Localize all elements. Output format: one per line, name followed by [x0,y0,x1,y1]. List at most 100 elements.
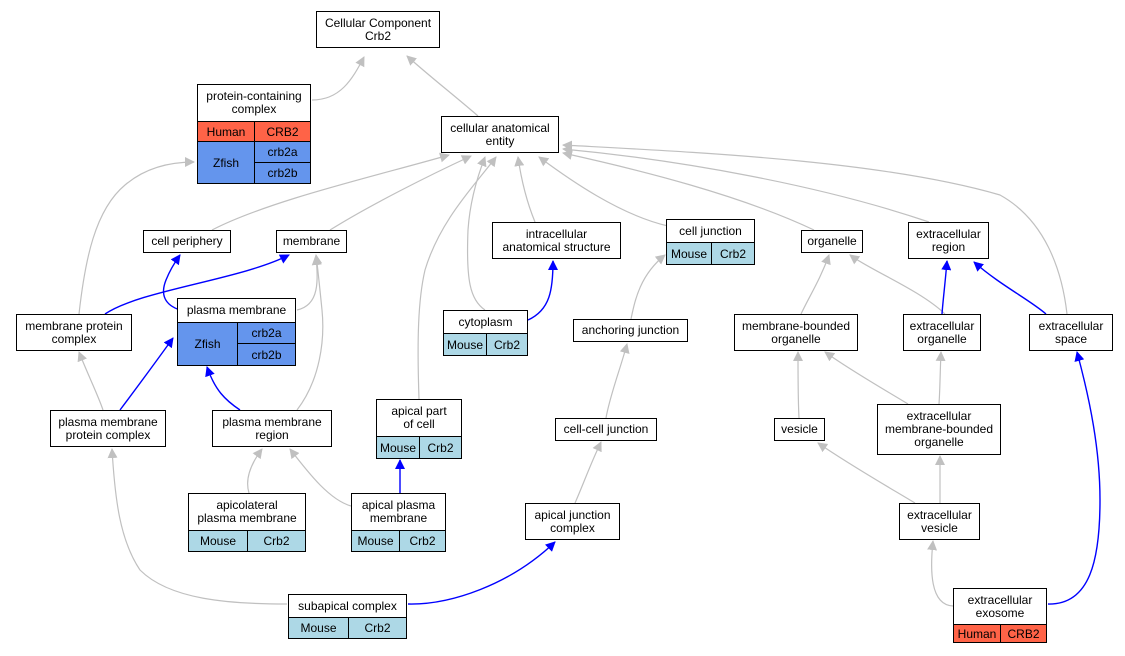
go-term-intracellular-anatomical-structure[interactable]: intracellular anatomical structure [492,222,621,259]
go-term-label: plasma membrane region [222,414,322,442]
edge-is-a-cell-periphery-to-cellular-anatomical-entity [211,152,450,231]
go-term-label: cell-cell junction [563,422,649,436]
edge-part-of-extracellular-exosome-to-extracellular-space [1047,351,1101,605]
go-term-extracellular-organelle[interactable]: extracellular organelle [903,314,981,351]
gene-list: CRB2 [255,122,310,141]
go-term-membrane-protein-complex[interactable]: membrane protein complex [16,314,132,351]
go-term-extracellular-vesicle[interactable]: extracellular vesicle [899,503,980,540]
go-term-label: membrane protein complex [25,318,123,346]
edge-is-a-extracellular-exosome-to-extracellular-vesicle [927,540,954,607]
species-label: Mouse [352,531,400,551]
edge-is-a-apical-part-of-cell-to-cellular-anatomical-entity [417,156,497,400]
go-term-plasma-membrane-region[interactable]: plasma membrane region [212,410,332,447]
go-term-label: cytoplasm [458,314,513,329]
go-term-label: extracellular region [916,226,981,254]
go-term-extracellular-membrane-bounded-organelle[interactable]: extracellular membrane-bounded organelle [877,404,1001,455]
gene-list: Crb2 [248,531,305,551]
species-label: Human [954,625,1001,642]
go-term-label: extracellular membrane-bounded organelle [884,409,994,449]
edge-is-a-plasma-membrane-protein-complex-to-membrane-protein-complex [77,351,104,411]
go-term-label: membrane [282,234,341,248]
go-term-label: anchoring junction [581,323,680,337]
go-term-extracellular-space[interactable]: extracellular space [1029,314,1113,351]
go-term-plasma-membrane-protein-complex[interactable]: plasma membrane protein complex [50,410,166,447]
edge-is-a-intracellular-anatomical-structure-to-cellular-anatomical-entity [514,156,536,223]
go-term-cell-cell-junction[interactable]: cell-cell junction [555,418,657,441]
go-term-label: extracellular space [1038,318,1104,346]
gene-label[interactable]: Crb2 [409,534,436,549]
annotation-row-mouse: Mouse Crb2 [444,333,527,355]
edge-is-a-organelle-to-cellular-anatomical-entity [562,150,815,231]
gene-label[interactable]: Crb2 [427,440,454,455]
edge-is-a-extracellular-membrane-bounded-organelle-to-membrane-bounded-organelle [824,351,909,405]
species-label: Mouse [289,618,349,638]
gene-label[interactable]: CRB2 [266,124,299,139]
edge-is-a-extracellular-space-to-cellular-anatomical-entity [562,140,1068,315]
edge-part-of-cytoplasm-to-intracellular-anatomical-structure [527,260,558,321]
go-term-organelle[interactable]: organelle [801,230,863,253]
species-label: Mouse [667,243,712,264]
go-term-label: Cellular Component Crb2 [324,15,432,43]
edge-is-a-cell-cell-junction-to-anchoring-junction [605,343,630,419]
gene-list: Crb2 [712,243,754,264]
gene-label[interactable]: crb2b [238,343,295,365]
edge-is-a-membrane-to-cellular-anatomical-entity [329,155,472,231]
gene-label[interactable]: Crb2 [493,337,520,352]
annotation-row-mouse: Mouse Crb2 [667,242,754,264]
edge-is-a-vesicle-to-membrane-bounded-organelle [793,351,804,419]
edge-is-a-protein-containing-complex-to-root [311,56,365,101]
go-term-label: apical junction complex [534,507,611,535]
gene-list: Crb2 [349,618,406,638]
go-term-label: intracellular anatomical structure [502,226,611,254]
edge-part-of-plasma-membrane-protein-complex-to-plasma-membrane [119,337,174,411]
edge-part-of-membrane-protein-complex-to-membrane [104,254,290,315]
gene-label[interactable]: Crb2 [263,534,290,549]
gene-label[interactable]: CRB2 [1007,626,1040,641]
edge-is-a-cellular-anatomical-entity-to-root [406,55,479,117]
gene-label[interactable]: crb2a [251,325,282,340]
go-term-cell-periphery[interactable]: cell periphery [143,230,231,253]
go-term-cellular-anatomical-entity[interactable]: cellular anatomical entity [441,116,559,153]
gene-label[interactable]: crb2b [255,162,310,183]
edge-part-of-plasma-membrane-to-cell-periphery [162,254,181,311]
edge-is-a-extracellular-membrane-bounded-organelle-to-extracellular-organelle [935,351,946,405]
species-label: Mouse [444,334,487,355]
go-term-root[interactable]: Cellular Component Crb2 [316,11,440,48]
go-term-label: protein-containing complex [206,88,302,116]
go-term-label: cellular anatomical entity [450,120,550,148]
species-label: Zfish [198,142,255,183]
edge-is-a-membrane-bounded-organelle-to-organelle [800,254,831,315]
gene-label[interactable]: Crb2 [719,246,746,261]
go-term-membrane-bounded-organelle[interactable]: membrane-bounded organelle [734,314,858,351]
gene-list: crb2a crb2b [238,323,295,365]
edge-is-a-plasma-membrane-to-membrane [296,255,322,311]
edge-part-of-plasma-membrane-region-to-plasma-membrane [205,366,241,411]
gene-label[interactable]: Crb2 [364,621,391,636]
go-term-label: plasma membrane protein complex [58,414,158,442]
edge-is-a-plasma-membrane-region-to-membrane [296,254,324,411]
gene-label[interactable]: crb2a [267,145,298,160]
edge-is-a-anchoring-junction-to-cell-junction [630,254,666,320]
go-term-extracellular-region[interactable]: extracellular region [908,222,989,259]
go-term-vesicle[interactable]: vesicle [774,418,825,441]
go-term-membrane[interactable]: membrane [276,230,347,253]
go-term-anchoring-junction[interactable]: anchoring junction [573,319,688,342]
annotation-row-human: Human CRB2 [954,624,1046,642]
gene-list: Crb2 [420,437,461,458]
edge-part-of-subapical-complex-to-apical-junction-complex [407,541,556,605]
edge-is-a-extracellular-organelle-to-organelle [849,254,946,315]
go-term-apical-junction-complex[interactable]: apical junction complex [525,503,620,540]
annotation-row-mouse: Mouse Crb2 [352,530,445,551]
